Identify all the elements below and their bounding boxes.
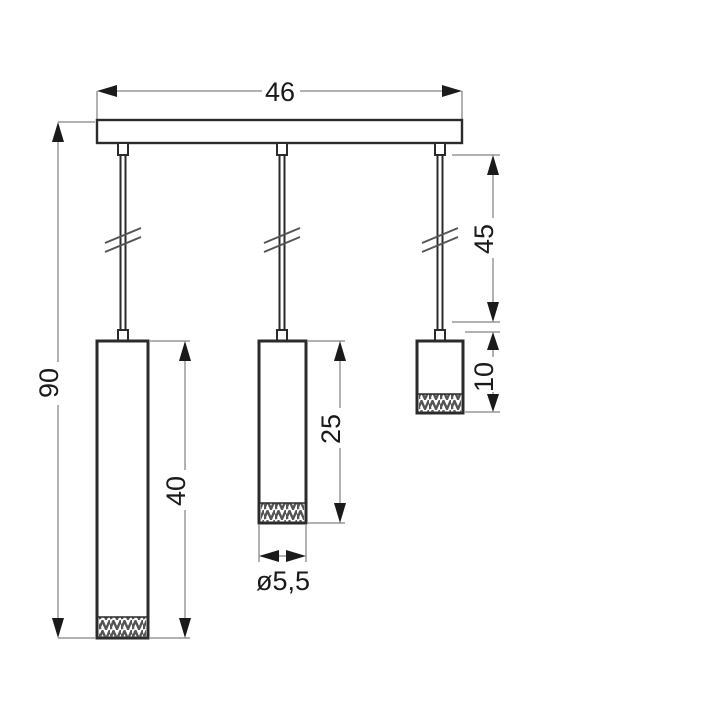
break-slash-left-b — [104, 236, 142, 253]
break-slash-center-a — [263, 227, 301, 244]
arrowhead-46-left — [97, 85, 117, 97]
arrowhead-10-top — [487, 332, 499, 350]
pendant-tube-short — [415, 329, 465, 415]
arrowhead-46-right — [442, 85, 462, 97]
arrowhead-40-top — [179, 341, 191, 361]
dim-label-40: 40 — [161, 476, 191, 506]
dimension-46-width: 46 — [96, 77, 463, 122]
dim-label-46: 46 — [265, 77, 295, 107]
arrowhead-25-top — [334, 341, 346, 361]
mounting-bar-canopy — [95, 118, 464, 156]
canopy-body — [95, 118, 464, 145]
dimension-90-total-height: 90 — [34, 121, 95, 639]
break-slash-right-b — [421, 236, 459, 253]
dim-label-diameter: ø5,5 — [256, 566, 310, 596]
tube-medium-body — [257, 339, 308, 525]
dimension-diameter-5-5: ø5,5 — [256, 525, 310, 596]
cable-exit-left — [117, 142, 129, 156]
dimension-40-long-tube: 40 — [150, 340, 191, 639]
arrowhead-10-bottom — [487, 394, 499, 412]
dimension-10-short-tube: 10 — [465, 331, 500, 413]
dim-label-25: 25 — [316, 414, 346, 444]
break-slash-center-b — [263, 236, 301, 253]
diffuser-grille-long — [99, 617, 146, 637]
cable-exit-right — [434, 142, 446, 156]
arrowhead-45-top — [487, 155, 499, 175]
dimension-25-medium-tube: 25 — [308, 340, 346, 524]
arrowhead-90-top — [52, 122, 64, 142]
arrowhead-dia-left — [259, 550, 279, 562]
arrowhead-dia-right — [286, 550, 306, 562]
arrowhead-25-bottom — [334, 503, 346, 523]
break-slash-right-a — [421, 227, 459, 244]
diffuser-grille-short — [419, 394, 461, 412]
cable-break-mark-right — [421, 227, 459, 253]
arrowhead-40-bottom — [179, 618, 191, 638]
cable-break-mark-left — [104, 227, 142, 253]
break-slash-left-a — [104, 227, 142, 244]
diffuser-grille-medium — [261, 503, 304, 522]
dimension-45-cable-drop: 45 — [452, 154, 500, 323]
tube-long-body — [95, 339, 150, 640]
dim-label-10: 10 — [469, 362, 499, 392]
dim-label-45: 45 — [469, 224, 499, 254]
cable-exit-center — [276, 142, 288, 156]
dim-label-90: 90 — [34, 368, 64, 398]
pendant-tube-long — [95, 329, 150, 640]
cable-break-mark-center — [263, 227, 301, 253]
pendant-tube-medium — [257, 329, 308, 525]
arrowhead-45-bottom — [487, 302, 499, 322]
arrowhead-90-bottom — [52, 618, 64, 638]
